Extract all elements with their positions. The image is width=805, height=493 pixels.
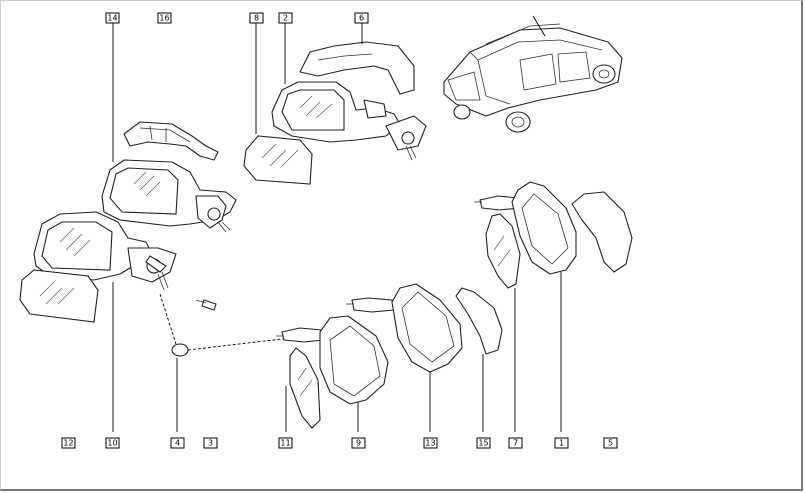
mirror-assembly-13 xyxy=(346,283,463,432)
mirror-assembly-1 xyxy=(474,181,577,432)
mirror-assembly-14 xyxy=(101,20,237,233)
mirror-cover-16 xyxy=(123,121,219,161)
svg-text:2: 2 xyxy=(283,14,288,23)
callout-2: 2 xyxy=(278,12,293,24)
svg-text:7: 7 xyxy=(513,439,518,448)
svg-text:6: 6 xyxy=(359,14,364,23)
mirror-cover-6 xyxy=(299,20,415,95)
callout-6: 6 xyxy=(354,12,369,24)
svg-text:15: 15 xyxy=(478,439,488,448)
mirror-cover-15 xyxy=(455,287,503,432)
svg-text:8: 8 xyxy=(254,14,259,23)
callout-16: 16 xyxy=(157,12,172,24)
callout-7: 7 xyxy=(508,437,523,449)
callout-5: 5 xyxy=(603,437,618,449)
svg-text:3: 3 xyxy=(208,439,213,448)
callout-15: 15 xyxy=(476,437,491,449)
svg-text:10: 10 xyxy=(107,439,117,448)
svg-text:13: 13 xyxy=(425,439,435,448)
mirror-glass-12 xyxy=(19,269,99,323)
callout-4: 4 xyxy=(170,437,185,449)
callout-labels: 14 16 8 2 6 12 10 4 xyxy=(61,12,618,449)
mirror-cover-5 xyxy=(571,191,633,273)
mirror-glass-7 xyxy=(485,213,521,432)
svg-text:5: 5 xyxy=(608,439,613,448)
svg-text:1: 1 xyxy=(559,439,564,448)
mirror-glass-8 xyxy=(243,20,313,185)
callout-1: 1 xyxy=(554,437,569,449)
callout-13: 13 xyxy=(423,437,438,449)
svg-text:9: 9 xyxy=(356,439,361,448)
screw-and-clip-4 xyxy=(159,293,291,432)
svg-text:4: 4 xyxy=(175,439,180,448)
svg-text:14: 14 xyxy=(107,14,117,23)
callout-9: 9 xyxy=(351,437,366,449)
svg-text:11: 11 xyxy=(280,439,290,448)
mirror-glass-11 xyxy=(285,347,321,432)
callout-8: 8 xyxy=(249,12,264,24)
svg-text:12: 12 xyxy=(63,439,73,448)
callout-12: 12 xyxy=(61,437,76,449)
mirror-assembly-2 xyxy=(271,20,427,161)
callout-11: 11 xyxy=(278,437,293,449)
callout-3: 3 xyxy=(203,437,218,449)
vehicle-illustration xyxy=(443,15,623,133)
callout-10: 10 xyxy=(105,437,120,449)
mirror-assembly-9 xyxy=(276,315,389,432)
callout-14: 14 xyxy=(105,12,120,24)
svg-text:16: 16 xyxy=(159,14,169,23)
mirror-assembly-10 xyxy=(33,211,177,432)
